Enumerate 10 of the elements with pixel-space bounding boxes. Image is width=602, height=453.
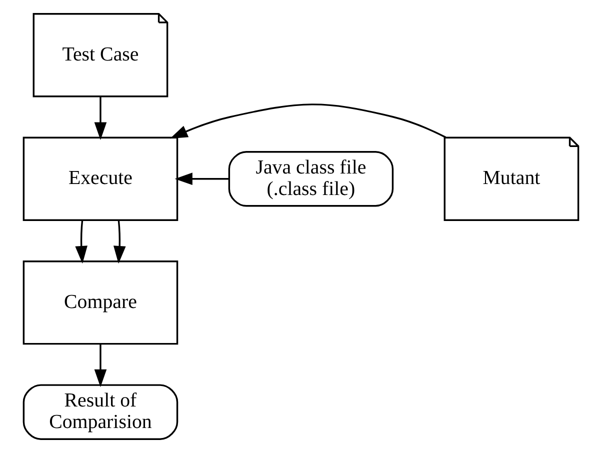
arrow <box>174 172 230 186</box>
arrow <box>94 344 107 388</box>
node-box: Compare <box>22 260 178 345</box>
node-box: Result of Comparision <box>22 384 178 440</box>
arrow <box>94 96 107 140</box>
arrow <box>113 220 126 264</box>
arrow <box>75 220 88 264</box>
node-box: Execute <box>22 136 178 221</box>
node-box: Java class file (.class file) <box>228 150 394 207</box>
arrow <box>170 104 446 139</box>
